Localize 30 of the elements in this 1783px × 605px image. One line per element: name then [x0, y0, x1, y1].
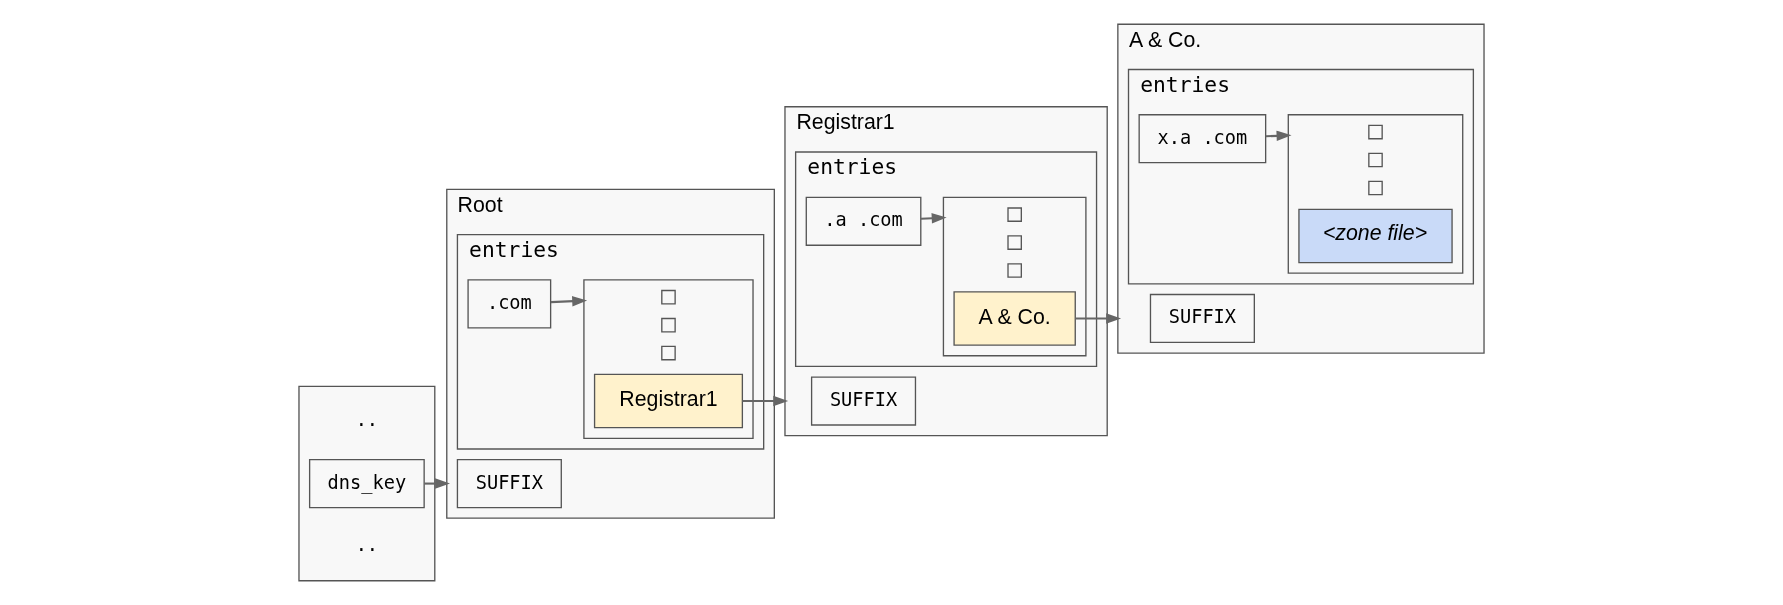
node-box: <zone file> — [1298, 208, 1453, 264]
node-box — [1368, 180, 1383, 196]
node-text: .. — [355, 408, 379, 430]
node-box — [1368, 124, 1383, 140]
node-box: SUFFIX — [810, 376, 917, 426]
node-box: dns_key — [308, 458, 425, 509]
arrow — [1075, 313, 1122, 324]
arrow — [424, 478, 450, 489]
node-box — [1368, 152, 1383, 168]
node-box: SUFFIX — [1149, 293, 1255, 344]
node-box: SUFFIX — [456, 458, 562, 509]
cluster — [1287, 114, 1464, 274]
node-box: .a .com — [805, 196, 922, 246]
node-box — [1007, 263, 1022, 278]
node-box — [1007, 207, 1022, 222]
node-box — [661, 289, 676, 305]
node-box: A & Co. — [953, 291, 1076, 346]
node-box: Registrar1 — [593, 373, 744, 429]
node-box: x.a .com — [1138, 114, 1267, 164]
node-box: .com — [467, 279, 552, 329]
arrow — [742, 395, 789, 407]
arrow — [550, 296, 588, 307]
arrow — [920, 213, 947, 224]
node-box — [661, 317, 676, 333]
cluster — [583, 279, 754, 439]
node-box — [1007, 235, 1022, 250]
cluster — [298, 385, 436, 582]
node-text: .. — [355, 534, 379, 556]
node-box — [661, 345, 676, 361]
cluster — [942, 196, 1087, 357]
